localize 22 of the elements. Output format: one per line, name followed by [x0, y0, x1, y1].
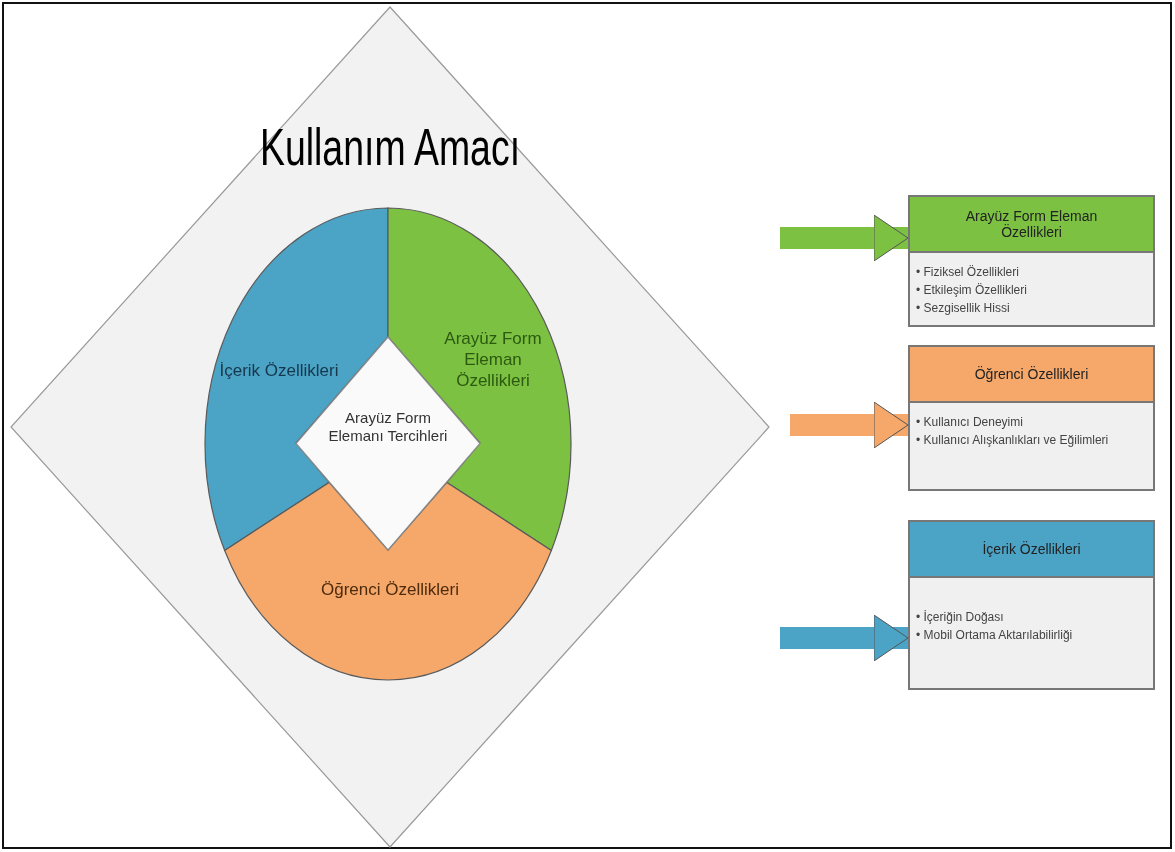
- segment-label: Arayüz Form Eleman Özellikleri: [430, 328, 556, 391]
- card-header: Öğrenci Özellikleri: [910, 347, 1153, 403]
- bullet-item: • Etkileşim Özellikleri: [916, 282, 1028, 299]
- info-card: [908, 345, 1155, 491]
- card-header: Arayüz Form Eleman Özellikleri: [910, 197, 1153, 253]
- bullet-item: • Mobil Ortama Aktarılabilirliği: [916, 627, 1074, 644]
- diamond-label: Arayüz Form Elemanı Tercihleri: [328, 409, 448, 445]
- block-arrow: [790, 401, 909, 449]
- card-header: İçerik Özellikleri: [910, 522, 1153, 578]
- segment-label: İçerik Özellikleri: [201, 360, 357, 381]
- bullet-item: • Kullanıcı Alışkanlıkları ve Eğilimleri: [916, 432, 1110, 449]
- bullet-item: • Kullanıcı Deneyimi: [916, 414, 1024, 431]
- diamond-shape: [10, 6, 770, 848]
- block-arrow: [780, 614, 909, 662]
- heading-text: Kullanım Amacı: [258, 117, 522, 178]
- bullet-item: • İçeriğin Doğası: [916, 609, 1005, 626]
- info-card: [908, 520, 1155, 690]
- segment-label: Öğrenci Özellikleri: [285, 579, 495, 600]
- bullet-item: • Fiziksel Özellikleri: [916, 264, 1020, 281]
- bullet-item: • Sezgisellik Hissi: [916, 300, 1011, 317]
- info-card: [908, 195, 1155, 327]
- block-arrow: [780, 214, 909, 262]
